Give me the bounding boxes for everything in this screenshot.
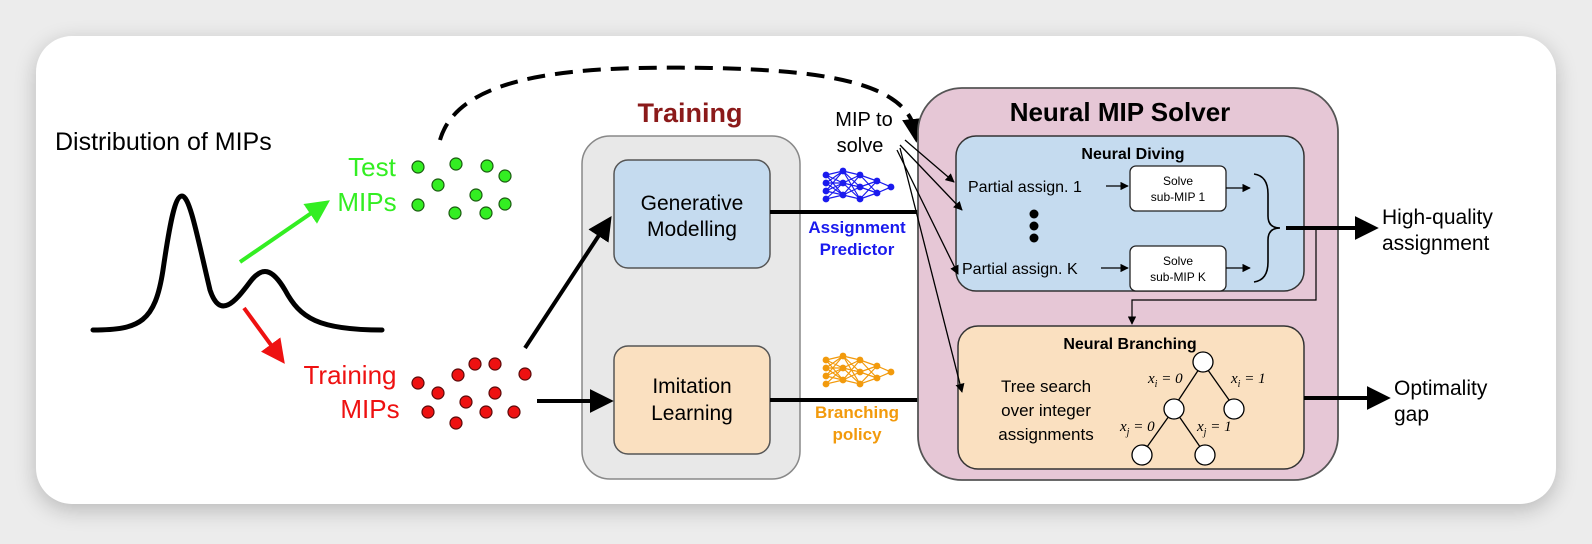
branching-text-line2: over integer — [1001, 401, 1091, 420]
edge-label-xj-1: xj = 1 — [1196, 419, 1232, 438]
mip-to-solve-line1: MIP to — [835, 109, 892, 131]
tree-node — [1131, 444, 1153, 466]
edge-label-xi-1: xi = 1 — [1230, 371, 1266, 390]
branching-text-line1: Tree search — [1001, 377, 1091, 396]
train-to-generative-arrow — [523, 215, 612, 350]
test-dot — [411, 160, 425, 174]
test-mips-label-line1: Test — [348, 152, 396, 182]
solve-sub-mip-1-line2: sub-MIP 1 — [1151, 190, 1206, 204]
test-dot — [411, 198, 425, 212]
generative-modelling-line2: Modelling — [647, 218, 737, 241]
merge-brace — [1253, 173, 1281, 283]
solve-sub-mip-1-line1: Solve — [1163, 174, 1193, 188]
distribution-title: Distribution of MIPs — [55, 128, 272, 156]
vertical-ellipsis — [1029, 209, 1039, 243]
training-mips-label-line1: Training — [304, 360, 397, 390]
high-quality-line1: High-quality — [1382, 206, 1493, 229]
test-dot — [498, 169, 512, 183]
test-dot — [479, 206, 493, 220]
test-dot — [480, 159, 494, 173]
train-dot — [451, 368, 465, 382]
search-tree — [1131, 351, 1245, 466]
neural-branching-title: Neural Branching — [1063, 336, 1196, 353]
solve-sub-mip-k-box — [1129, 245, 1227, 292]
test-dot — [431, 178, 445, 192]
mip-fan-arrows — [896, 139, 965, 393]
train-dot — [421, 405, 435, 419]
imitation-learning-line2: Learning — [651, 402, 733, 425]
test-arrow — [238, 200, 330, 264]
training-mips-label-line2: MIPs — [340, 394, 399, 424]
tree-node — [1223, 398, 1245, 420]
diving-to-branching-connector — [1127, 228, 1317, 325]
test-dot — [498, 197, 512, 211]
train-dot — [468, 357, 482, 371]
mip-to-solve-line2: solve — [837, 135, 884, 157]
imitation-learning-box — [613, 345, 771, 455]
training-mips-dots — [411, 357, 532, 430]
distribution-curve — [90, 193, 385, 333]
generative-modelling-line1: Generative — [641, 192, 744, 215]
branching-network-icon — [822, 352, 895, 388]
train-dot — [488, 386, 502, 400]
assignment-predictor-line1: Assignment — [808, 218, 906, 237]
partial-assign-1: Partial assign. 1 — [968, 179, 1082, 196]
partial-assign-k: Partial assign. K — [962, 261, 1078, 278]
solve-sub-mip-1-box — [1129, 165, 1227, 212]
train-dot — [431, 386, 445, 400]
branching-text-line3: assignments — [998, 425, 1093, 444]
train-dot — [459, 395, 473, 409]
training-title: Training — [637, 98, 742, 128]
high-quality-line2: assignment — [1382, 232, 1490, 255]
imitation-learning-line1: Imitation — [652, 375, 731, 398]
train-dot — [507, 405, 521, 419]
tree-node — [1192, 351, 1214, 373]
branching-policy-line1: Branching — [815, 403, 899, 422]
train-arrow — [242, 306, 285, 364]
neural-diving-title: Neural Diving — [1081, 146, 1184, 163]
test-dot — [448, 206, 462, 220]
train-dot — [411, 376, 425, 390]
optimality-line2: gap — [1394, 403, 1429, 426]
test-dot — [449, 157, 463, 171]
edge-label-xj-0: xj = 0 — [1119, 419, 1155, 438]
test-mips-label-line2: MIPs — [337, 187, 396, 217]
train-dot — [488, 357, 502, 371]
test-dot — [469, 188, 483, 202]
train-dot — [449, 416, 463, 430]
test-mips-dots — [411, 157, 512, 220]
solve-sub-mip-k-line1: Solve — [1163, 254, 1193, 268]
optimality-line1: Optimality — [1394, 377, 1488, 400]
test-to-solver-dashed-arrow — [438, 65, 927, 143]
tree-node — [1194, 444, 1216, 466]
solve-sub-mip-k-line2: sub-MIP K — [1150, 270, 1206, 284]
train-dot — [518, 367, 532, 381]
train-dot — [479, 405, 493, 419]
assignment-predictor-line2: Predictor — [820, 240, 895, 259]
branching-policy-line2: policy — [832, 425, 882, 444]
neural-mip-solver-title: Neural MIP Solver — [1010, 97, 1231, 127]
edge-label-xi-0: xi = 0 — [1147, 371, 1183, 390]
tree-node — [1163, 398, 1185, 420]
assignment-network-icon — [822, 167, 895, 203]
